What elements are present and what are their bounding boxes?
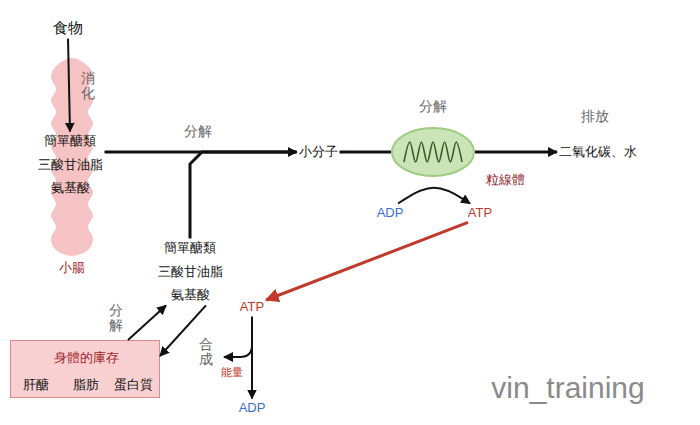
- text-holder: 分解: [109, 303, 123, 334]
- body-storage-box: 身體的庫存肝醣 脂肪蛋白質: [10, 340, 160, 398]
- node-text: 食物: [53, 19, 83, 36]
- text-holder: 肝醣: [23, 378, 49, 393]
- atp-label: ATP: [238, 298, 266, 317]
- atp-label: ATP: [466, 204, 494, 223]
- connector: [128, 305, 166, 340]
- cristae: [404, 142, 462, 162]
- connector: [251, 316, 253, 398]
- node-text: 簡單醣類: [164, 241, 216, 256]
- node-text: 粒線體: [486, 173, 525, 188]
- node-text: 分解: [419, 98, 447, 114]
- text-holder: 粒線體: [486, 173, 525, 188]
- edge-label: 排放: [581, 108, 609, 124]
- watermark: vin_training: [491, 371, 644, 406]
- text-holder: 分解: [419, 98, 447, 114]
- edge-label: 分解: [184, 123, 212, 139]
- connector: [266, 222, 468, 300]
- text-holder: 蛋白質: [114, 378, 153, 393]
- food-label: 食物: [51, 17, 85, 38]
- text-holder: 身體的庫存: [54, 351, 119, 366]
- small-molecule: 小分子: [297, 143, 340, 162]
- node-text: 二氧化碳、水: [559, 145, 637, 160]
- node-text: 簡單醣類: [44, 134, 96, 149]
- node-text: 小腸: [59, 261, 85, 276]
- edge-label: 合成: [199, 337, 213, 368]
- energy-label: 能量: [221, 366, 243, 379]
- text-holder: 小腸: [59, 261, 85, 276]
- node-text: ADP: [377, 206, 404, 221]
- edge-label: 消化: [81, 71, 95, 102]
- node-text: 氨基酸: [51, 181, 90, 196]
- mitochondrion-outline: [391, 127, 475, 177]
- text-holder: 排放: [581, 108, 609, 124]
- node-text: 肝醣: [23, 378, 49, 393]
- text-holder: 脂肪: [73, 378, 99, 393]
- node-text: ATP: [468, 206, 492, 221]
- waste-products: 二氧化碳、水: [557, 143, 639, 162]
- node-text: 身體的庫存: [54, 351, 119, 366]
- mitochondrion-shape: [392, 128, 474, 176]
- connector: [190, 152, 297, 239]
- node-text: 氨基酸: [171, 288, 210, 303]
- energy-branch-arrow: [224, 345, 252, 357]
- text-holder: vin_training: [491, 371, 644, 406]
- node-text: 蛋白質: [114, 378, 153, 393]
- connector: [475, 151, 557, 154]
- adp-label: ADP: [237, 399, 268, 418]
- text-holder: 分解: [184, 123, 212, 139]
- node-text: 小分子: [299, 145, 338, 160]
- node-text: 三酸甘油脂: [158, 265, 223, 280]
- nutrient-list: 簡單醣類三酸甘油脂氨基酸: [156, 239, 225, 306]
- connector: [340, 151, 392, 154]
- text-holder: 能量: [221, 366, 243, 379]
- text-holder: 合成: [199, 337, 213, 368]
- node-text: 三酸甘油脂: [38, 158, 103, 173]
- adp-label: ADP: [375, 204, 406, 223]
- node-text: ADP: [239, 401, 266, 416]
- text-holder: 消化: [81, 71, 95, 102]
- mitochondrion: 分解粒線體: [391, 127, 475, 177]
- edge-label: 分解: [109, 303, 123, 334]
- connector: [398, 188, 470, 204]
- node-text: 脂肪: [73, 378, 99, 393]
- node-text: ATP: [240, 300, 264, 315]
- nutrient-list: 簡單醣類三酸甘油脂氨基酸: [36, 132, 105, 199]
